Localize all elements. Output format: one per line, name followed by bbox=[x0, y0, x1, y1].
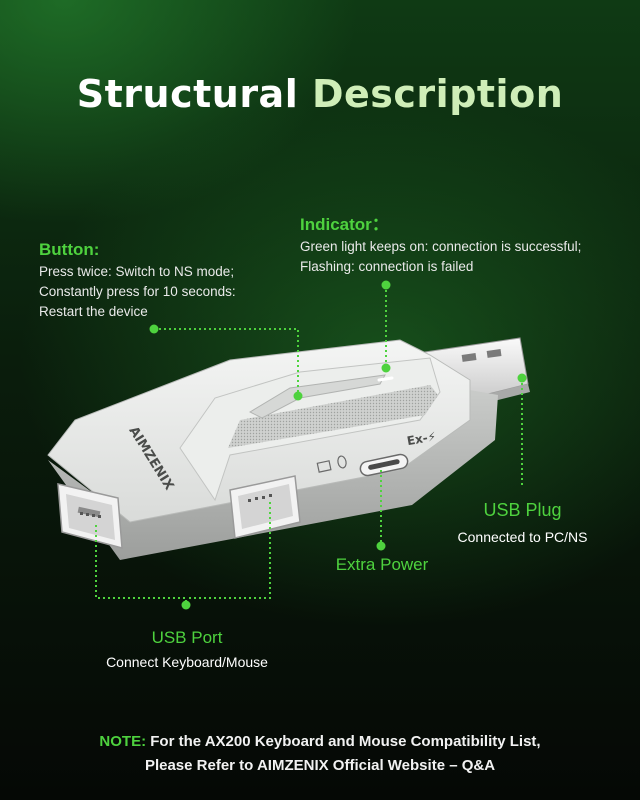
usb-plug-label: USB Plug Connected to PC/NS bbox=[440, 500, 605, 547]
speaker-mesh bbox=[228, 385, 438, 448]
button-dot bbox=[149, 324, 159, 334]
indicator-line-1: Green light keeps on: connection is succ… bbox=[300, 239, 582, 254]
button-target-dot bbox=[293, 391, 303, 401]
keyboard-mouse-icon bbox=[316, 455, 347, 473]
title-part-1: Structural bbox=[76, 72, 299, 116]
button-label: Button: Press twice: Switch to NS mode; … bbox=[39, 240, 236, 322]
page-title: Structural Description bbox=[0, 72, 640, 116]
button-line-3: Restart the device bbox=[39, 304, 148, 319]
button-heading: Button: bbox=[39, 240, 100, 259]
note-line-1: For the AX200 Keyboard and Mouse Compati… bbox=[150, 733, 541, 750]
extra-power-label: Extra Power bbox=[300, 555, 464, 575]
usb-port-dot bbox=[181, 600, 191, 610]
title-part-2: Description bbox=[311, 72, 564, 116]
note-line-2: Please Refer to AIMZENIX Official Websit… bbox=[144, 757, 496, 774]
indicator-heading: Indicator： bbox=[300, 215, 389, 234]
usb-port-heading: USB Port bbox=[151, 628, 223, 647]
device-body-side bbox=[48, 390, 498, 560]
usb-port-left bbox=[57, 483, 123, 549]
indicator-label: Indicator： Green light keeps on: connect… bbox=[300, 210, 581, 277]
extra-power-dot bbox=[376, 541, 386, 551]
indicator-light bbox=[377, 376, 394, 382]
type-c-port bbox=[359, 453, 409, 477]
note: NOTE: For the AX200 Keyboard and Mouse C… bbox=[0, 730, 640, 778]
indicator-dot bbox=[381, 280, 391, 290]
note-label: NOTE: bbox=[99, 733, 147, 750]
usb-plug-desc: Connected to PC/NS bbox=[457, 529, 588, 545]
usb-port-desc: Connect Keyboard/Mouse bbox=[106, 654, 268, 670]
usb-plug-target-dot bbox=[517, 373, 527, 383]
usb-port-label: USB Port Connect Keyboard/Mouse bbox=[70, 628, 304, 672]
device-button bbox=[248, 374, 386, 419]
leader-dots bbox=[149, 280, 527, 610]
usb-port-center bbox=[229, 475, 301, 539]
extra-power-heading: Extra Power bbox=[335, 555, 429, 574]
usb-plug-heading: USB Plug bbox=[483, 500, 562, 520]
indicator-line-2: Flashing: connection is failed bbox=[300, 259, 474, 274]
button-line-1: Press twice: Switch to NS mode; bbox=[39, 264, 235, 279]
button-line-2: Constantly press for 10 seconds: bbox=[39, 284, 236, 299]
indicator-target-dot bbox=[381, 363, 391, 373]
extra-power-mark: Ex-⚡ bbox=[406, 429, 437, 448]
